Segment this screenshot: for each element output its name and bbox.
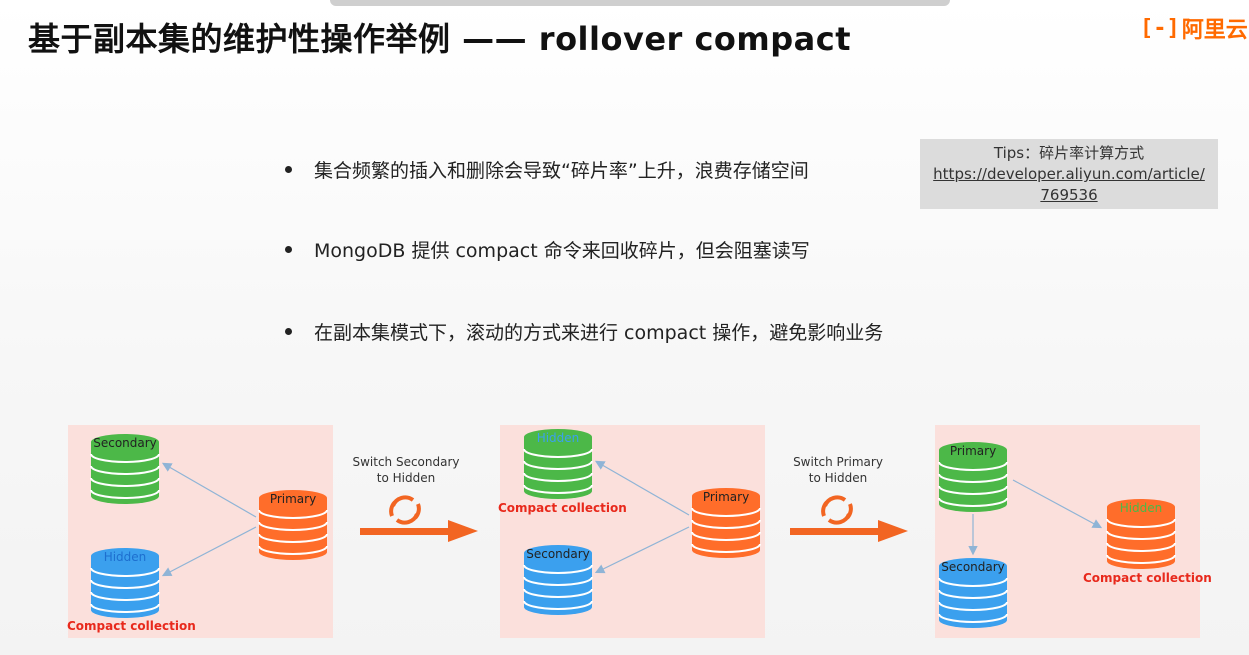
bullet-item: MongoDB 提供 compact 命令来回收碎片，但会阻塞读写 — [285, 236, 810, 263]
cycle-icon — [389, 495, 421, 525]
hidden-label: Hidden — [103, 550, 147, 564]
aliyun-logo: [-] 阿里云 — [1140, 12, 1248, 44]
tips-box: Tips：碎片率计算方式 https://developer.aliyun.co… — [920, 139, 1218, 209]
top-bar — [330, 0, 950, 6]
hidden-label: Hidden — [1119, 501, 1163, 515]
compact-label: Compact collection — [67, 619, 196, 633]
primary-label: Primary — [949, 444, 997, 458]
replication-line — [161, 462, 257, 518]
switch-label: Switch Secondary to Hidden — [352, 455, 460, 485]
bullet-item: 在副本集模式下，滚动的方式来进行 compact 操作，避免影响业务 — [285, 318, 883, 345]
step-arrow-head-icon — [878, 520, 908, 542]
logo-text: 阿里云 — [1181, 18, 1248, 43]
secondary-label: Secondary — [526, 547, 590, 561]
step-arrow — [790, 528, 880, 535]
switch-label: Switch Primary to Hidden — [793, 455, 883, 485]
bullet-dot-icon — [285, 246, 292, 253]
replication-line — [594, 526, 690, 574]
cycle-icon — [821, 495, 853, 525]
tips-link-cont[interactable]: 769536 — [1040, 186, 1098, 204]
bullet-dot-icon — [285, 166, 292, 173]
tips-heading: Tips：碎片率计算方式 — [993, 144, 1145, 162]
compact-label: Compact collection — [498, 501, 627, 515]
step-arrow — [360, 528, 450, 535]
aliyun-logo-icon: [-] — [1140, 15, 1180, 41]
step-arrow-head-icon — [448, 520, 478, 542]
bullet-item: 集合频繁的插入和删除会导致“碎片率”上升，浪费存储空间 — [285, 156, 809, 183]
compact-label: Compact collection — [1083, 571, 1212, 585]
secondary-label: Secondary — [941, 560, 1005, 574]
replication-line — [161, 526, 257, 577]
slide-title: 基于副本集的维护性操作举例 —— rollover compact — [28, 20, 852, 58]
hidden-label: Hidden — [536, 431, 580, 445]
secondary-label: Secondary — [93, 436, 157, 450]
replication-line — [594, 460, 690, 516]
primary-label: Primary — [702, 490, 750, 504]
bullet-dot-icon — [285, 328, 292, 335]
replication-line — [1012, 479, 1103, 529]
primary-label: Primary — [269, 492, 317, 506]
tips-link[interactable]: https://developer.aliyun.com/article/ — [933, 165, 1205, 183]
